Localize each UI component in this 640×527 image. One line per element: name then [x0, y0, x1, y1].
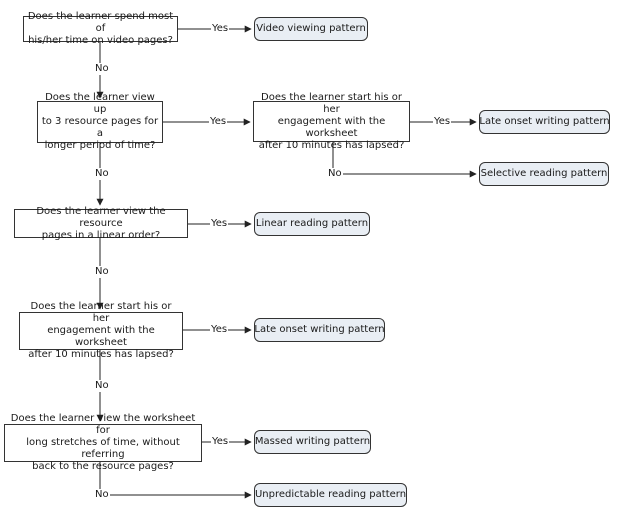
label-no-q4: No — [94, 266, 110, 278]
outcome-selective-reading: Selective reading pattern — [479, 162, 609, 186]
label-no-q1: No — [94, 63, 110, 75]
label-yes-q4: Yes — [210, 218, 229, 230]
label-yes-q5: Yes — [210, 324, 229, 336]
question-linear-order: Does the learner view the resource pages… — [14, 206, 188, 241]
outcome-late-onset-writing-2: Late onset writing pattern — [254, 318, 385, 342]
label-yes-q3: Yes — [433, 116, 452, 128]
question-resource-pages: Does the learner view up to 3 resource p… — [37, 92, 163, 151]
label-no-q5: No — [94, 380, 110, 392]
question-worksheet-late-onset-2: Does the learner start his or her engage… — [19, 301, 183, 360]
outcome-unpredictable-reading: Unpredictable reading pattern — [254, 483, 407, 507]
question-video-pages: Does the learner spend most of his/her t… — [23, 11, 178, 46]
outcome-late-onset-writing-1: Late onset writing pattern — [479, 110, 610, 134]
outcome-video-viewing: Video viewing pattern — [254, 17, 368, 41]
question-worksheet-late-onset-1: Does the learner start his or her engage… — [253, 92, 410, 151]
label-no-q2: No — [94, 168, 110, 180]
question-long-stretches: Does the learner view the worksheet for … — [4, 413, 202, 472]
outcome-massed-writing: Massed writing pattern — [254, 430, 371, 454]
label-no-q6: No — [94, 489, 110, 501]
label-no-q3: No — [327, 168, 343, 180]
outcome-linear-reading: Linear reading pattern — [254, 212, 370, 236]
label-yes-q2: Yes — [209, 116, 228, 128]
label-yes-q1: Yes — [211, 23, 230, 35]
label-yes-q6: Yes — [211, 436, 230, 448]
